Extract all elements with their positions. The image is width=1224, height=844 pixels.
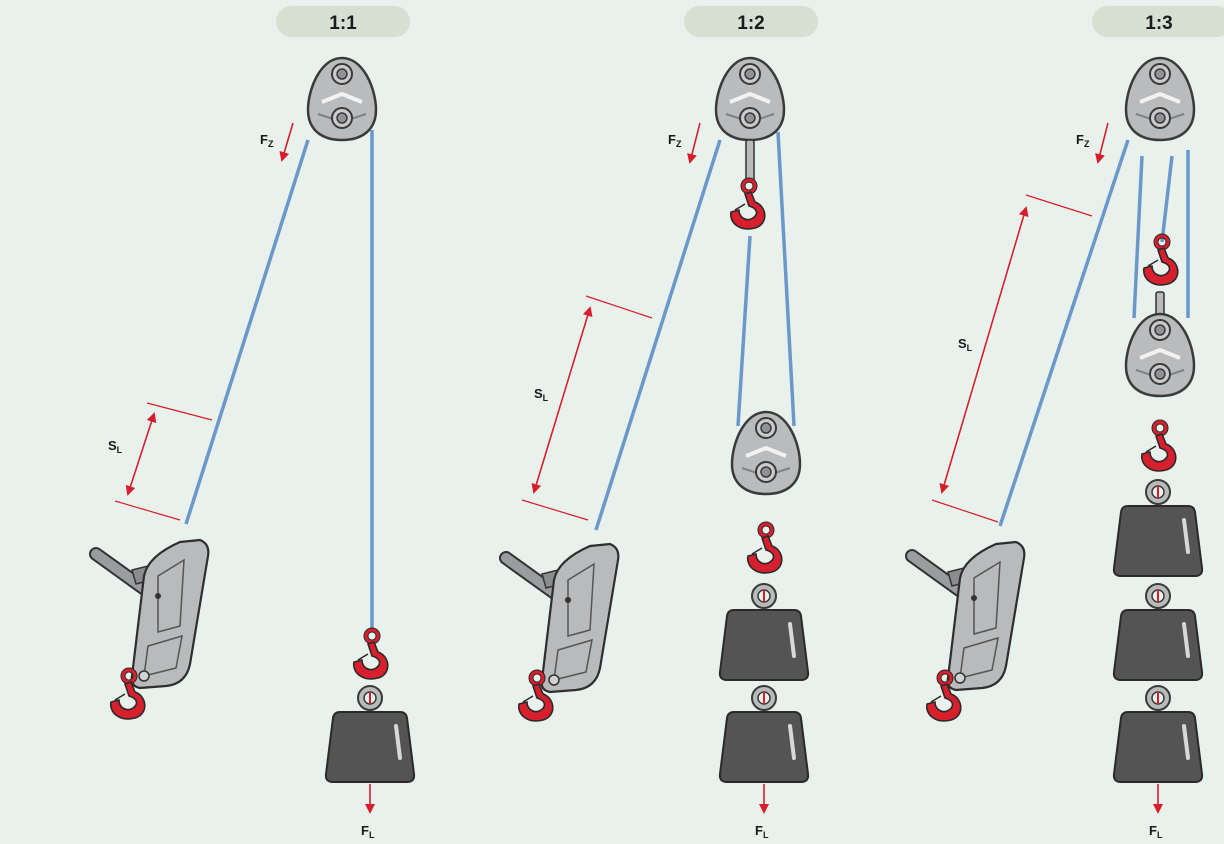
- load-ring: [751, 685, 777, 711]
- rope: [998, 139, 1190, 527]
- becket-hook: [1144, 236, 1178, 285]
- moving-pulley-block: [730, 410, 802, 496]
- ratio-label-3: 1:3: [1145, 13, 1172, 34]
- load-force-label: FL: [1149, 823, 1163, 840]
- load-weight: [1111, 608, 1205, 682]
- rope-winch: [96, 540, 208, 688]
- fixed-pulley-block: [714, 56, 786, 142]
- load-ring: [1145, 583, 1171, 609]
- rope-winch: [912, 542, 1024, 690]
- load-ring: [357, 685, 383, 711]
- anchor-hook: [731, 180, 765, 229]
- load-weight: [717, 710, 811, 784]
- pull-force-arrow: [687, 122, 701, 164]
- fixed-pulley-block: [1124, 56, 1196, 142]
- pull-force-label: FZ: [1076, 132, 1090, 149]
- panel-1-2: 1:2 FZ SL FL: [506, 6, 818, 840]
- load-hook: [1142, 422, 1176, 471]
- moving-pulley-block: [1124, 312, 1196, 398]
- rope: [594, 131, 796, 531]
- rope: [184, 130, 374, 632]
- load-weight: [1111, 710, 1205, 784]
- panel-1-3: 1:3 FZ SL FL: [912, 6, 1224, 840]
- load-weight: [1111, 504, 1205, 578]
- pull-force-label: FZ: [260, 132, 274, 149]
- pull-force-arrow: [279, 122, 294, 162]
- load-ring: [1145, 479, 1171, 505]
- ratio-label-2: 1:2: [737, 13, 764, 34]
- stroke-dimension: [521, 295, 653, 521]
- stroke-label: SL: [108, 438, 123, 455]
- ratio-pill-3: [1092, 6, 1224, 37]
- panel-1-1: 1:1 FZ SL FL: [96, 6, 417, 840]
- block-shackle: [745, 139, 755, 183]
- load-force-label: FL: [361, 823, 375, 840]
- load-weight: [323, 710, 417, 784]
- load-hook: [354, 630, 388, 679]
- stroke-label: SL: [958, 336, 973, 353]
- load-hook: [748, 524, 782, 573]
- rope-winch: [506, 544, 618, 692]
- stroke-dimension: [931, 194, 1093, 523]
- pulley-block: [306, 56, 378, 142]
- load-ring: [751, 583, 777, 609]
- pull-force-arrow: [1095, 122, 1109, 164]
- ratio-label-1: 1:1: [329, 13, 357, 34]
- pull-force-label: FZ: [668, 132, 682, 149]
- load-ring: [1145, 685, 1171, 711]
- load-force-label: FL: [755, 823, 769, 840]
- ratio-pill-1: [276, 6, 410, 37]
- load-weight: [717, 608, 811, 682]
- stroke-dimension: [114, 402, 213, 521]
- stroke-label: SL: [534, 386, 549, 403]
- ratio-pill-2: [684, 6, 818, 37]
